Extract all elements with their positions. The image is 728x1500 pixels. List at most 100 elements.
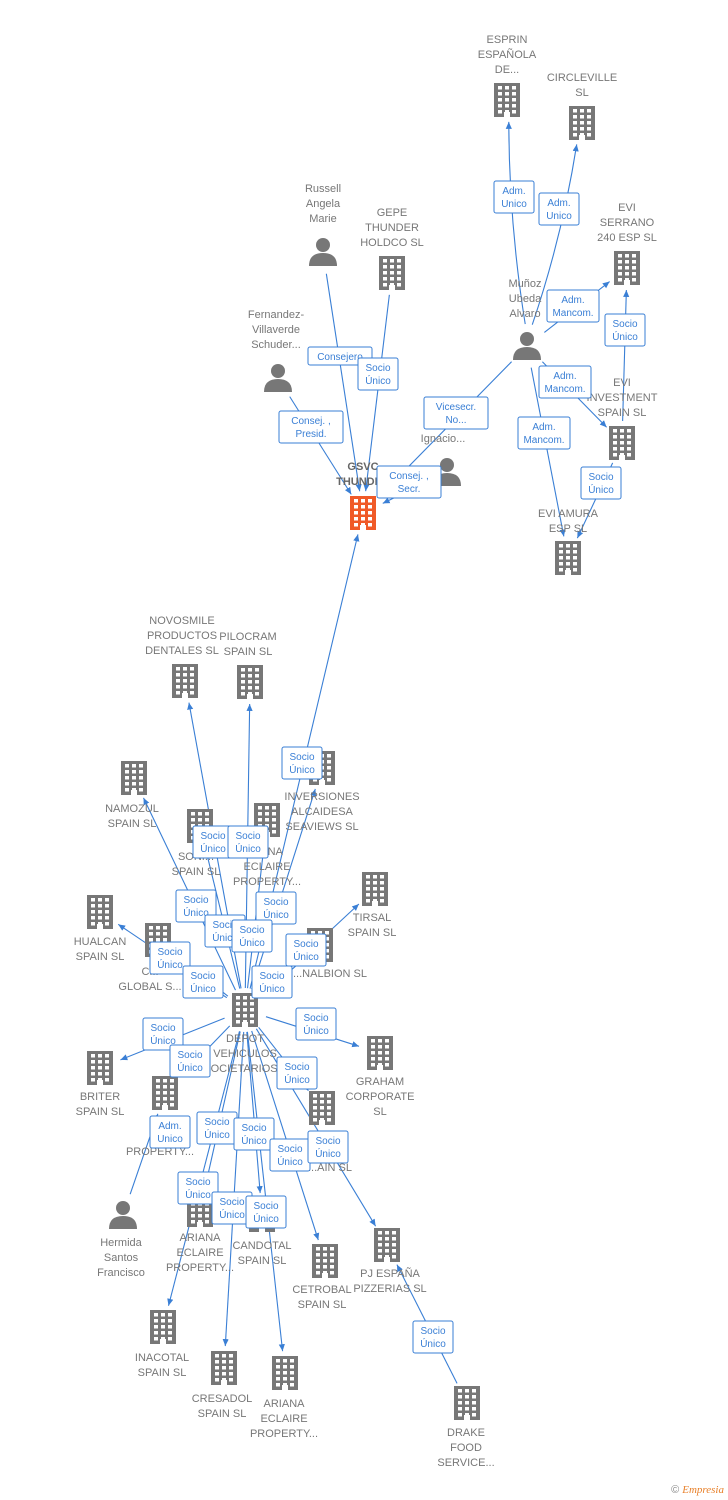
building-icon [362,872,388,906]
building-icon [237,665,263,699]
copyright-icon: © [671,1484,680,1496]
edge-line [530,367,566,537]
building-icon [555,541,581,575]
edge-line [531,144,579,325]
edge-line [251,788,317,990]
edge-label: Adm.Mancom. [546,289,600,323]
person-icon [264,364,292,392]
edge-label: Adm.Unico [538,192,580,226]
svg-text:Consejero: Consejero [317,352,363,363]
building-icon [87,1051,113,1085]
company-node-xts[interactable]: ...TS...AIN SL [308,1091,352,1174]
building-icon [379,256,405,290]
edge-line [255,1028,377,1227]
node-label: ...NALBION SL [293,968,367,980]
edge-line [622,289,630,422]
building-icon [569,106,595,140]
edge-label: Adm.Mancom. [538,365,592,399]
edge-label: Adm.Unico [149,1115,191,1149]
building-icon [172,664,198,698]
edge-label: Adm.Unico [493,180,535,214]
building-icon [494,83,520,117]
building-icon [609,426,635,460]
building-icon [87,895,113,929]
edge-line [167,1031,241,1306]
building-icon [121,761,147,795]
edge-label: Vicesecr.No... [423,396,489,430]
building-icon [150,1310,176,1344]
svg-text:Adm.Mancom.: Adm.Mancom. [552,295,593,319]
building-icon [367,1036,393,1070]
person-icon [513,332,541,360]
person-icon [109,1201,137,1229]
svg-text:Consej. ,Presid.: Consej. ,Presid. [291,416,330,440]
edge-line [222,1031,245,1347]
edge-label: Adm.Mancom. [517,416,571,450]
building-icon [211,1351,237,1385]
company-node-ariana1[interactable]: ...ANAECLAIREPROPERTY... [233,803,301,888]
